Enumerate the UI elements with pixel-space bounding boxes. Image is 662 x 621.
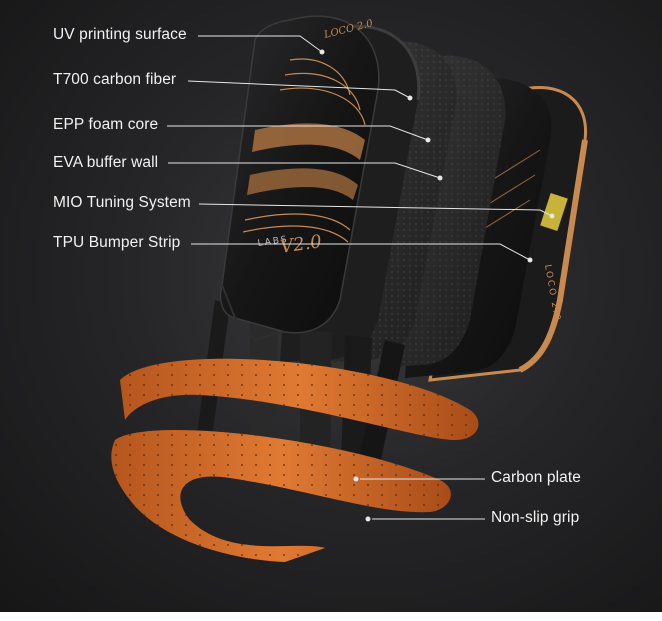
label-non-slip-grip: Non-slip grip [491, 509, 580, 526]
label-mio-tuning-system: MIO Tuning System [53, 194, 191, 211]
mio-tuning-block [540, 193, 568, 231]
front-paddle-face: LABS V2.0 LOCO 2.0 [219, 15, 380, 342]
non-slip-grip [111, 358, 479, 562]
label-epp-foam-core: EPP foam core [53, 116, 159, 133]
label-tpu-bumper-strip: TPU Bumper Strip [53, 234, 181, 251]
label-carbon-plate: Carbon plate [491, 469, 581, 486]
label-eva-buffer-wall: EVA buffer wall [53, 154, 159, 171]
leader-lines [167, 35, 555, 522]
label-t700-carbon-fiber: T700 carbon fiber [53, 71, 177, 88]
label-uv-printing-surface: UV printing surface [53, 26, 187, 43]
labs-mark: LABS [257, 235, 289, 249]
